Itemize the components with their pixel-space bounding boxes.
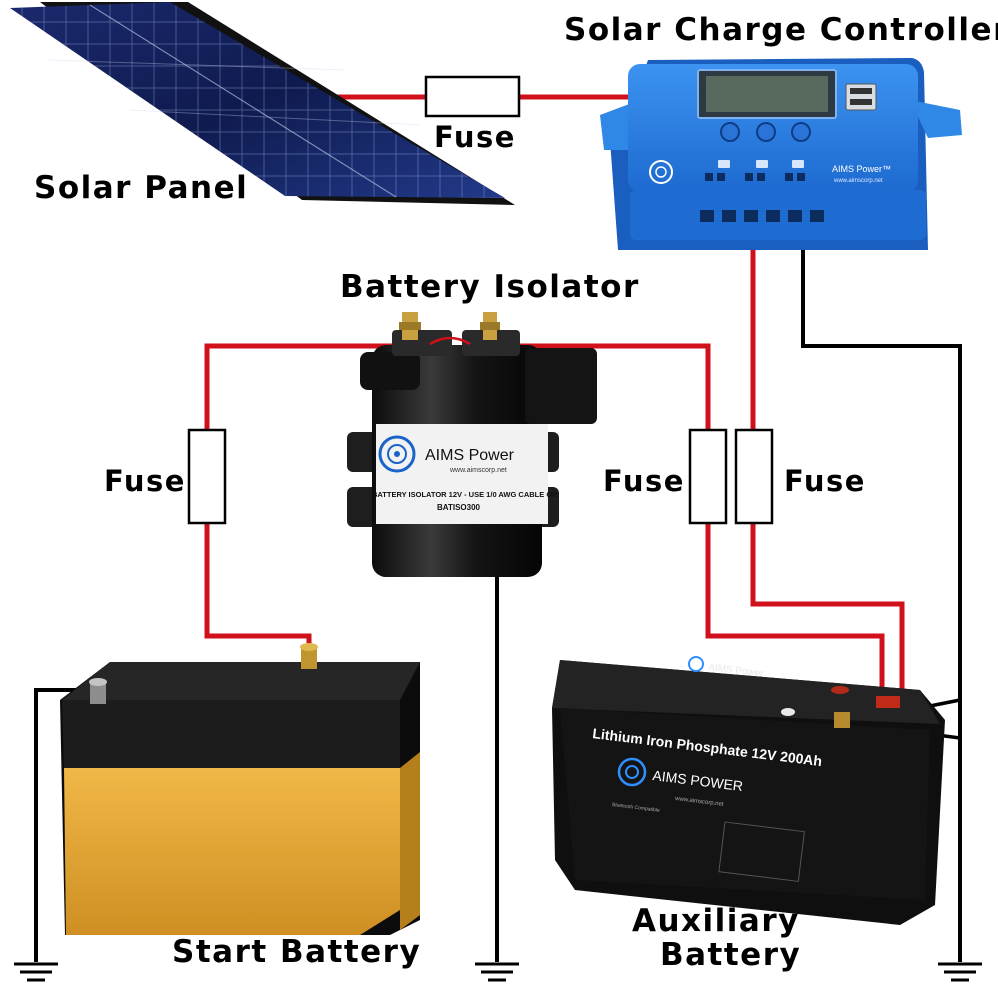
ground-icon — [475, 962, 519, 982]
labels: Solar Panel Solar Charge Controller Batt… — [34, 12, 998, 973]
ground-icon — [14, 962, 58, 982]
fuse-left-symbol — [187, 428, 227, 525]
solar-panel-label: Solar Panel — [34, 170, 248, 206]
fuse-top-label: Fuse — [434, 120, 516, 154]
isolator-url: www.aimscorp.net — [449, 467, 507, 474]
start-battery-label: Start Battery — [172, 934, 421, 970]
start-battery-image — [60, 643, 420, 935]
aux-battery-label-line1: Auxiliary — [632, 903, 800, 939]
fuses — [187, 75, 774, 525]
ground-symbols — [14, 962, 982, 982]
controller-brand: AIMS Power™ — [832, 164, 891, 174]
charge-controller-image: AIMS Power™ www.aimscorp.net — [600, 58, 962, 250]
aux-bluetooth: Bluetooth Compatible — [612, 802, 660, 814]
charge-controller-label: Solar Charge Controller — [564, 12, 998, 48]
battery-isolator-image: AIMS Power www.aimscorp.net BATTERY ISOL… — [347, 312, 597, 577]
isolator-brand: AIMS Power — [425, 447, 515, 464]
fuse-right-label: Fuse — [784, 464, 866, 498]
battery-isolator-label: Battery Isolator — [340, 269, 640, 305]
controller-to-aux-positive-wire — [750, 245, 905, 700]
fuse-mid-symbol — [688, 428, 728, 525]
fuse-right-symbol — [734, 428, 774, 525]
aux-battery-label-line2: Battery — [660, 937, 801, 973]
isolator-to-aux-battery-wire — [490, 343, 885, 700]
auxiliary-battery-image: AIMS Power Lithium Iron Phosphate 12V 20… — [552, 656, 945, 925]
controller-url: www.aimscorp.net — [833, 178, 883, 184]
isolator-model: BATISO300 — [437, 503, 481, 512]
solar-panel-image — [10, 2, 515, 205]
fuse-mid-label: Fuse — [603, 464, 685, 498]
controller-negative-wire — [801, 245, 962, 962]
ground-icon — [938, 962, 982, 982]
isolator-description: BATTERY ISOLATOR 12V - USE 1/0 AWG CABLE… — [372, 490, 558, 499]
isolator-to-start-battery-wire — [204, 343, 410, 655]
fuse-left-label: Fuse — [104, 464, 186, 498]
fuse-top-symbol — [424, 75, 521, 118]
